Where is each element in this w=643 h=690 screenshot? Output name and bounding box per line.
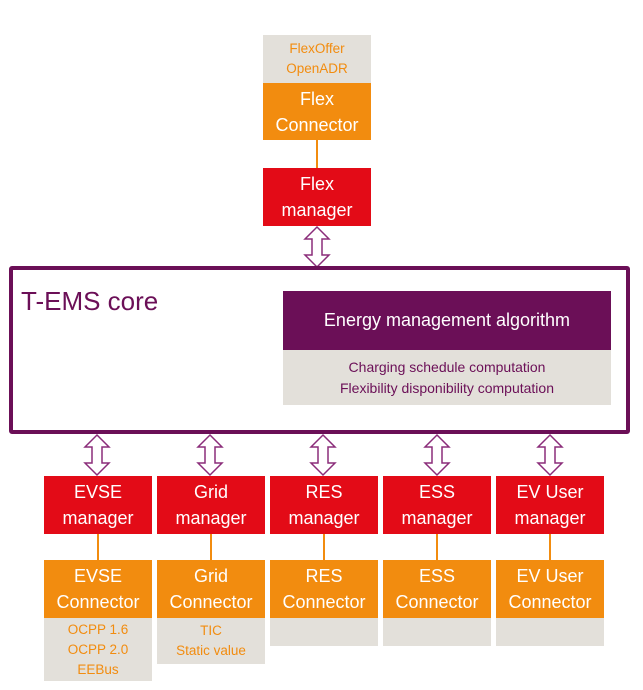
ess-protocols-box: [383, 618, 491, 646]
evse-connector-link: [97, 534, 99, 560]
ess-connector-label: Connector: [395, 592, 479, 612]
ev-user-connector-link: [549, 534, 551, 560]
energy-management-algorithm[interactable]: Energy management algorithm: [283, 291, 611, 350]
evse-core-arrow-icon: [83, 433, 111, 477]
ess-connector[interactable]: ESS Connector: [383, 560, 491, 618]
flex-protocols-box: FlexOffer OpenADR: [263, 35, 371, 83]
res-manager-label: manager: [288, 508, 360, 528]
protocol-label: EEBus: [77, 661, 119, 677]
algorithm-tasks-box: Charging schedule computation Flexibilit…: [283, 350, 611, 405]
grid-connector-label: Connector: [169, 592, 253, 612]
evse-connector-label: EVSE: [73, 566, 123, 586]
grid-protocols-box: TIC Static value: [157, 618, 265, 664]
res-connector-label: Connector: [282, 592, 366, 612]
tems-core-title: T-EMS core: [21, 286, 159, 316]
protocol-label: OCPP 2.0: [67, 641, 129, 657]
ev-user-manager-label: EV User: [516, 482, 584, 502]
res-manager[interactable]: RES manager: [270, 476, 378, 534]
algorithm-label: Energy management algorithm: [323, 310, 571, 330]
evse-manager-label: EVSE: [73, 482, 123, 502]
algorithm-task: Flexibility disponibility computation: [340, 379, 554, 396]
grid-connector-link: [210, 534, 212, 560]
grid-core-arrow-icon: [196, 433, 224, 477]
flex-manager[interactable]: Flex manager: [263, 168, 371, 226]
ess-connector-link: [436, 534, 438, 560]
ev-user-core-arrow-icon: [536, 433, 564, 477]
ess-manager[interactable]: ESS manager: [383, 476, 491, 534]
evse-connector-label: Connector: [56, 592, 140, 612]
flex-connector[interactable]: Flex Connector: [263, 83, 371, 140]
ev-user-connector-label: EV User: [516, 566, 584, 586]
res-connector-link: [323, 534, 325, 560]
grid-manager-label: manager: [175, 508, 247, 528]
res-connector[interactable]: RES Connector: [270, 560, 378, 618]
protocol-label: FlexOffer: [289, 41, 345, 56]
protocol-label: OpenADR: [286, 61, 348, 76]
ev-user-connector-label: Connector: [508, 592, 592, 612]
flex-manager-label: Flex: [299, 174, 334, 194]
flex-core-arrow-icon: [303, 225, 331, 269]
flex-connector-link: [316, 140, 318, 168]
res-core-arrow-icon: [309, 433, 337, 477]
algorithm-task: Charging schedule computation: [348, 358, 546, 375]
ev-user-connector[interactable]: EV User Connector: [496, 560, 604, 618]
ev-user-manager-label: manager: [514, 508, 586, 528]
evse-manager[interactable]: EVSE manager: [44, 476, 152, 534]
res-protocols-box: [270, 618, 378, 646]
flex-manager-label: manager: [281, 200, 353, 220]
res-manager-label: RES: [305, 482, 343, 502]
flex-connector-label: Flex: [299, 88, 334, 109]
protocol-label: OCPP 1.6: [67, 621, 129, 637]
ev-user-manager[interactable]: EV User manager: [496, 476, 604, 534]
evse-protocols-box: OCPP 1.6 OCPP 2.0 EEBus: [44, 618, 152, 681]
protocol-label: TIC: [200, 623, 222, 638]
ess-manager-label: ESS: [418, 482, 456, 502]
evse-connector[interactable]: EVSE Connector: [44, 560, 152, 618]
flex-connector-label: Connector: [275, 114, 359, 135]
protocol-label: Static value: [176, 643, 246, 658]
ess-connector-label: ESS: [418, 566, 456, 586]
res-connector-label: RES: [305, 566, 343, 586]
ess-manager-label: manager: [401, 508, 473, 528]
grid-manager[interactable]: Grid manager: [157, 476, 265, 534]
ess-core-arrow-icon: [423, 433, 451, 477]
grid-manager-label: Grid: [193, 482, 228, 502]
grid-connector[interactable]: Grid Connector: [157, 560, 265, 618]
grid-connector-label: Grid: [193, 566, 228, 586]
evse-manager-label: manager: [62, 508, 134, 528]
ev-user-protocols-box: [496, 618, 604, 646]
